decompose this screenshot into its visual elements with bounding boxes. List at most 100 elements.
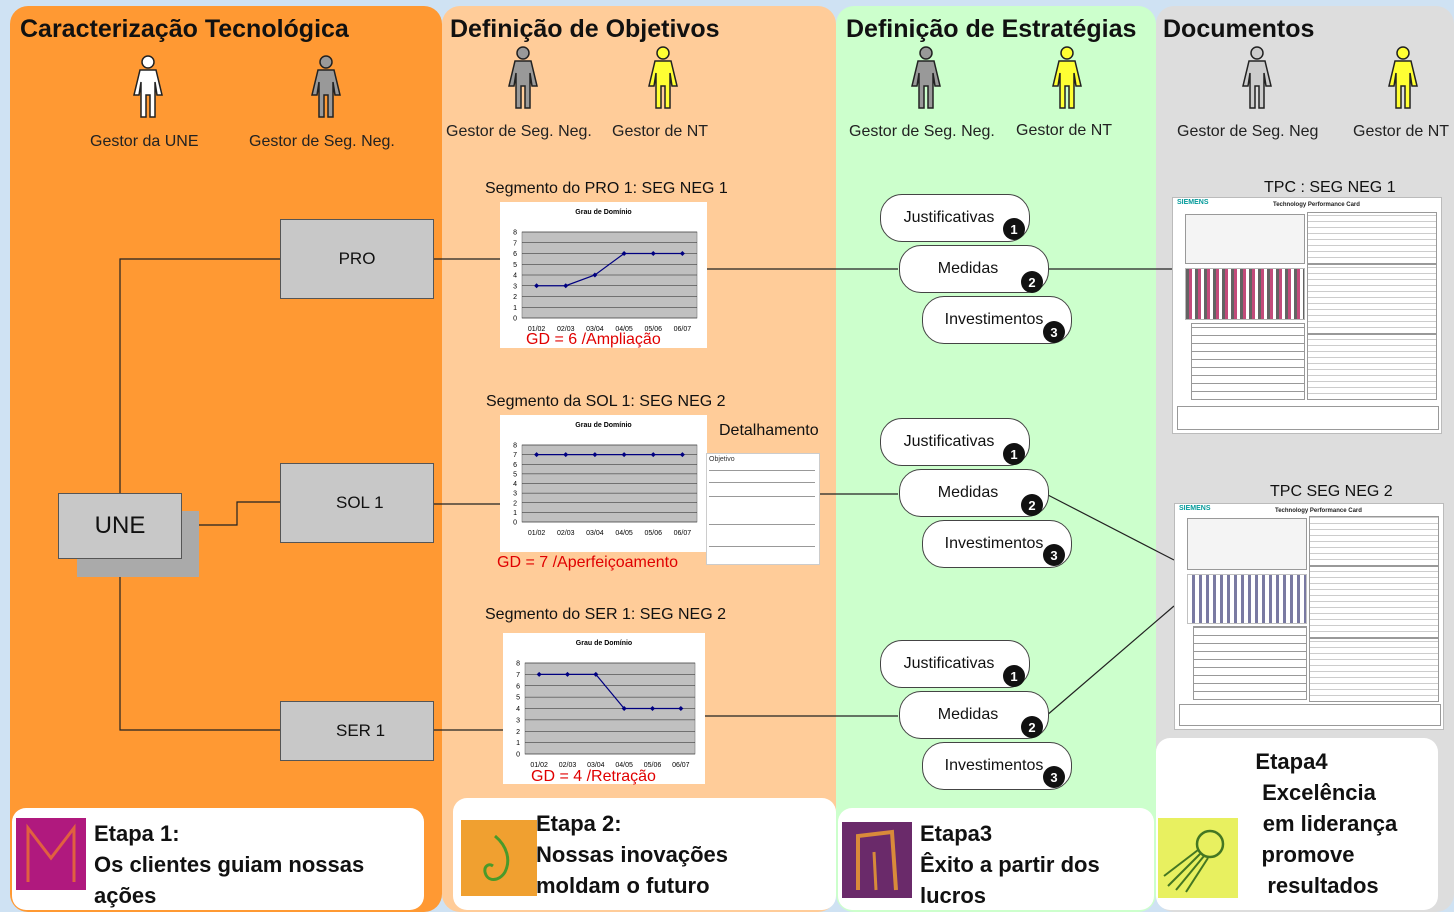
y-tick-label: 8 [513, 443, 517, 450]
person-label: Gestor da UNE [90, 133, 199, 150]
doc-text-block [1309, 566, 1439, 638]
ser-node[interactable]: SER 1 [280, 701, 434, 761]
etapa-line: Etapa3 [920, 821, 993, 846]
lane-title-caracterizacao: Caracterização Tecnológica [20, 15, 349, 43]
person-label: Gestor de NT [612, 123, 709, 140]
etapa-line: moldam o futuro [536, 873, 710, 898]
etapa-line: Excelência [1262, 780, 1376, 805]
lane-title-estrategias: Definição de Estratégias [846, 15, 1137, 43]
etapa-1-icon [16, 818, 86, 890]
data-point [592, 452, 598, 458]
etapa-line: Etapa 2: [536, 811, 622, 836]
etapa-line: Nossas inovações [536, 842, 728, 867]
investimentos-cloud[interactable]: Investimentos [922, 296, 1072, 344]
data-point [534, 452, 540, 458]
doc-text-block [1307, 212, 1437, 264]
justificativas-cloud[interactable]: Justificativas [880, 194, 1030, 242]
person-gray-icon [1242, 46, 1272, 109]
doc-footer [1177, 406, 1439, 430]
person-label: Gestor de NT [1353, 123, 1450, 140]
doc-mini-table [1193, 626, 1307, 700]
doc-line [709, 496, 815, 497]
pro-node[interactable]: PRO [280, 219, 434, 299]
cloud-label: Justificativas [903, 655, 995, 672]
data-point [621, 251, 627, 256]
etapa-line: ações [94, 883, 157, 908]
person-gray-icon [508, 46, 538, 109]
x-tick-label: 03/04 [586, 530, 604, 537]
cloud-label: Investimentos [944, 311, 1044, 328]
x-tick-label: 04/05 [615, 762, 633, 769]
y-tick-label: 8 [516, 661, 520, 668]
person-yellow-icon [1052, 46, 1082, 109]
ser-node-label: SER 1 [336, 721, 386, 740]
investimentos-cloud[interactable]: Investimentos [922, 520, 1072, 568]
doc-line [709, 482, 815, 483]
x-tick-label: 03/04 [586, 326, 604, 333]
data-point [593, 671, 599, 677]
x-tick-label: 02/03 [557, 326, 575, 333]
cloud-label: Justificativas [903, 209, 995, 226]
doc-mini-bar-chart [1187, 574, 1307, 624]
data-point [534, 283, 540, 289]
lane-caracterizacao [10, 6, 442, 912]
x-tick-label: 05/06 [644, 530, 662, 537]
doc-mini-bar-chart [1185, 268, 1305, 320]
sol-node[interactable]: SOL 1 [280, 463, 434, 543]
tpc-document-1[interactable]: SIEMENS Technology Performance Card [1172, 197, 1442, 434]
cloud-label: Medidas [937, 484, 999, 501]
data-point [563, 452, 569, 458]
x-tick-label: 06/07 [674, 530, 692, 537]
step-number-badge: 1 [1003, 665, 1025, 687]
tpc-document-2[interactable]: SIEMENS Technology Performance Card [1174, 503, 1444, 730]
doc-mini-chart [1185, 214, 1305, 264]
x-tick-label: 05/06 [644, 762, 662, 769]
lane-title-documentos: Documentos [1163, 15, 1315, 43]
person-yellow-icon [1388, 46, 1418, 109]
lane-title-objetivos: Definição de Objetivos [450, 15, 720, 43]
data-point [679, 251, 685, 256]
tpc-label: TPC SEG NEG 2 [1270, 483, 1393, 500]
y-tick-label: 6 [513, 251, 517, 258]
cloud-label: Investimentos [944, 757, 1044, 774]
detalhamento-doc[interactable]: Objetivo [706, 453, 820, 565]
etapa-2-text: Etapa 2: Nossas inovações moldam o futur… [536, 808, 728, 901]
sol-node-label: SOL 1 [336, 493, 384, 512]
person-label: Gestor de Seg. Neg [1177, 123, 1319, 140]
etapa-line: lucros [920, 883, 987, 908]
card-title: Technology Performance Card [1273, 202, 1360, 208]
y-tick-label: 6 [513, 462, 517, 469]
person-label: Gestor de NT [1016, 122, 1113, 139]
doc-mini-table [1191, 323, 1305, 400]
etapa-line: promove [1261, 842, 1355, 867]
data-point [621, 452, 627, 458]
chart-title: Grau de Domínio [575, 209, 631, 216]
data-point [650, 706, 655, 711]
step-number-badge: 2 [1021, 494, 1043, 516]
y-tick-label: 5 [516, 695, 520, 702]
cloud-label: Investimentos [944, 535, 1044, 552]
data-point [621, 706, 627, 711]
chart-title: Grau de Domínio [575, 422, 631, 429]
etapa-line: Etapa4 [1255, 749, 1328, 774]
data-point [650, 251, 656, 256]
person-gray-icon [311, 55, 341, 118]
une-node[interactable]: UNE [58, 493, 182, 559]
series-line [539, 673, 681, 710]
x-tick-label: 02/03 [559, 762, 577, 769]
data-point [563, 283, 569, 289]
y-tick-label: 6 [516, 683, 520, 690]
y-tick-label: 1 [516, 740, 520, 747]
x-tick-label: 01/02 [528, 326, 546, 333]
y-tick-label: 0 [513, 316, 517, 323]
data-point [679, 452, 685, 458]
step-number-badge: 1 [1003, 443, 1025, 465]
data-point [565, 671, 570, 677]
y-tick-label: 1 [513, 510, 517, 517]
etapa-4-icon [1158, 818, 1238, 898]
y-tick-label: 4 [513, 273, 517, 280]
